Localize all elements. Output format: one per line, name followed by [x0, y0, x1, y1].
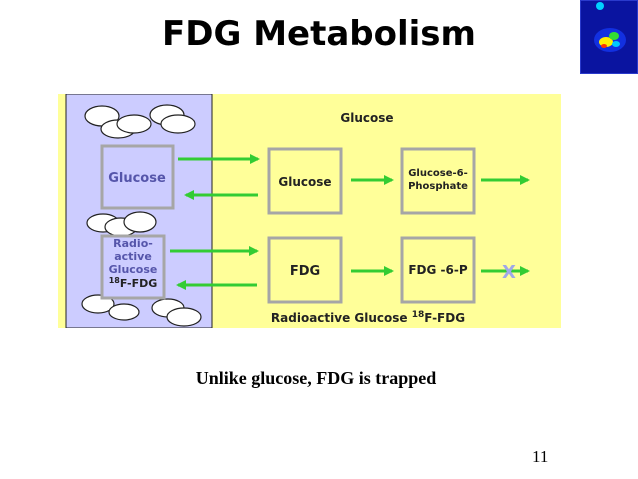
blocked-x-mark: X [502, 262, 516, 283]
page-number: 11 [532, 447, 549, 466]
fdg6p-box-label: FDG -6-P [408, 263, 467, 277]
bottom-label-sup: 18 [412, 310, 425, 320]
slide-title: FDG Metabolism [162, 14, 476, 54]
glucose-6-phosphate-box [400, 147, 476, 215]
bottom-label-tail: F-FDG [424, 311, 465, 325]
caption: Unlike glucose, FDG is trapped [0, 368, 638, 389]
glucose-box [267, 147, 343, 215]
top-glucose-label: Glucose [340, 111, 393, 125]
cell-radio-line-1: Radio- [113, 237, 153, 250]
cell-radio-line-2: active [114, 250, 152, 263]
cell-radio-fdg-text: F-FDG [120, 277, 157, 290]
cell-glucose-label: Glucose [108, 171, 166, 186]
caption-text: Unlike glucose, FDG is trapped [195, 368, 437, 388]
fdg-box [267, 236, 343, 304]
cell-glucose-box [100, 144, 175, 210]
cell-radioactive-box [100, 234, 166, 300]
fdg-metabolism-diagram: Glucose Radio- active Glucose 18F-FDG Gl… [58, 94, 561, 328]
glucose-box-label: Glucose [278, 175, 331, 189]
pet-scan-thumbnail [580, 0, 638, 74]
fdg-box-label: FDG [290, 264, 320, 279]
cell-radio-fdg-sup: 18 [109, 276, 121, 285]
g6p-line-2: Phosphate [408, 181, 468, 192]
bottom-label-text: Radioactive Glucose [271, 311, 412, 325]
g6p-line-1: Glucose-6- [408, 168, 468, 179]
cell-radio-fdg-label: 18F-FDG [109, 276, 158, 290]
fdg-6-p-box [400, 236, 476, 304]
bottom-radioactive-label: Radioactive Glucose 18F-FDG [271, 310, 465, 325]
cell-radio-line-3: Glucose [109, 263, 158, 276]
